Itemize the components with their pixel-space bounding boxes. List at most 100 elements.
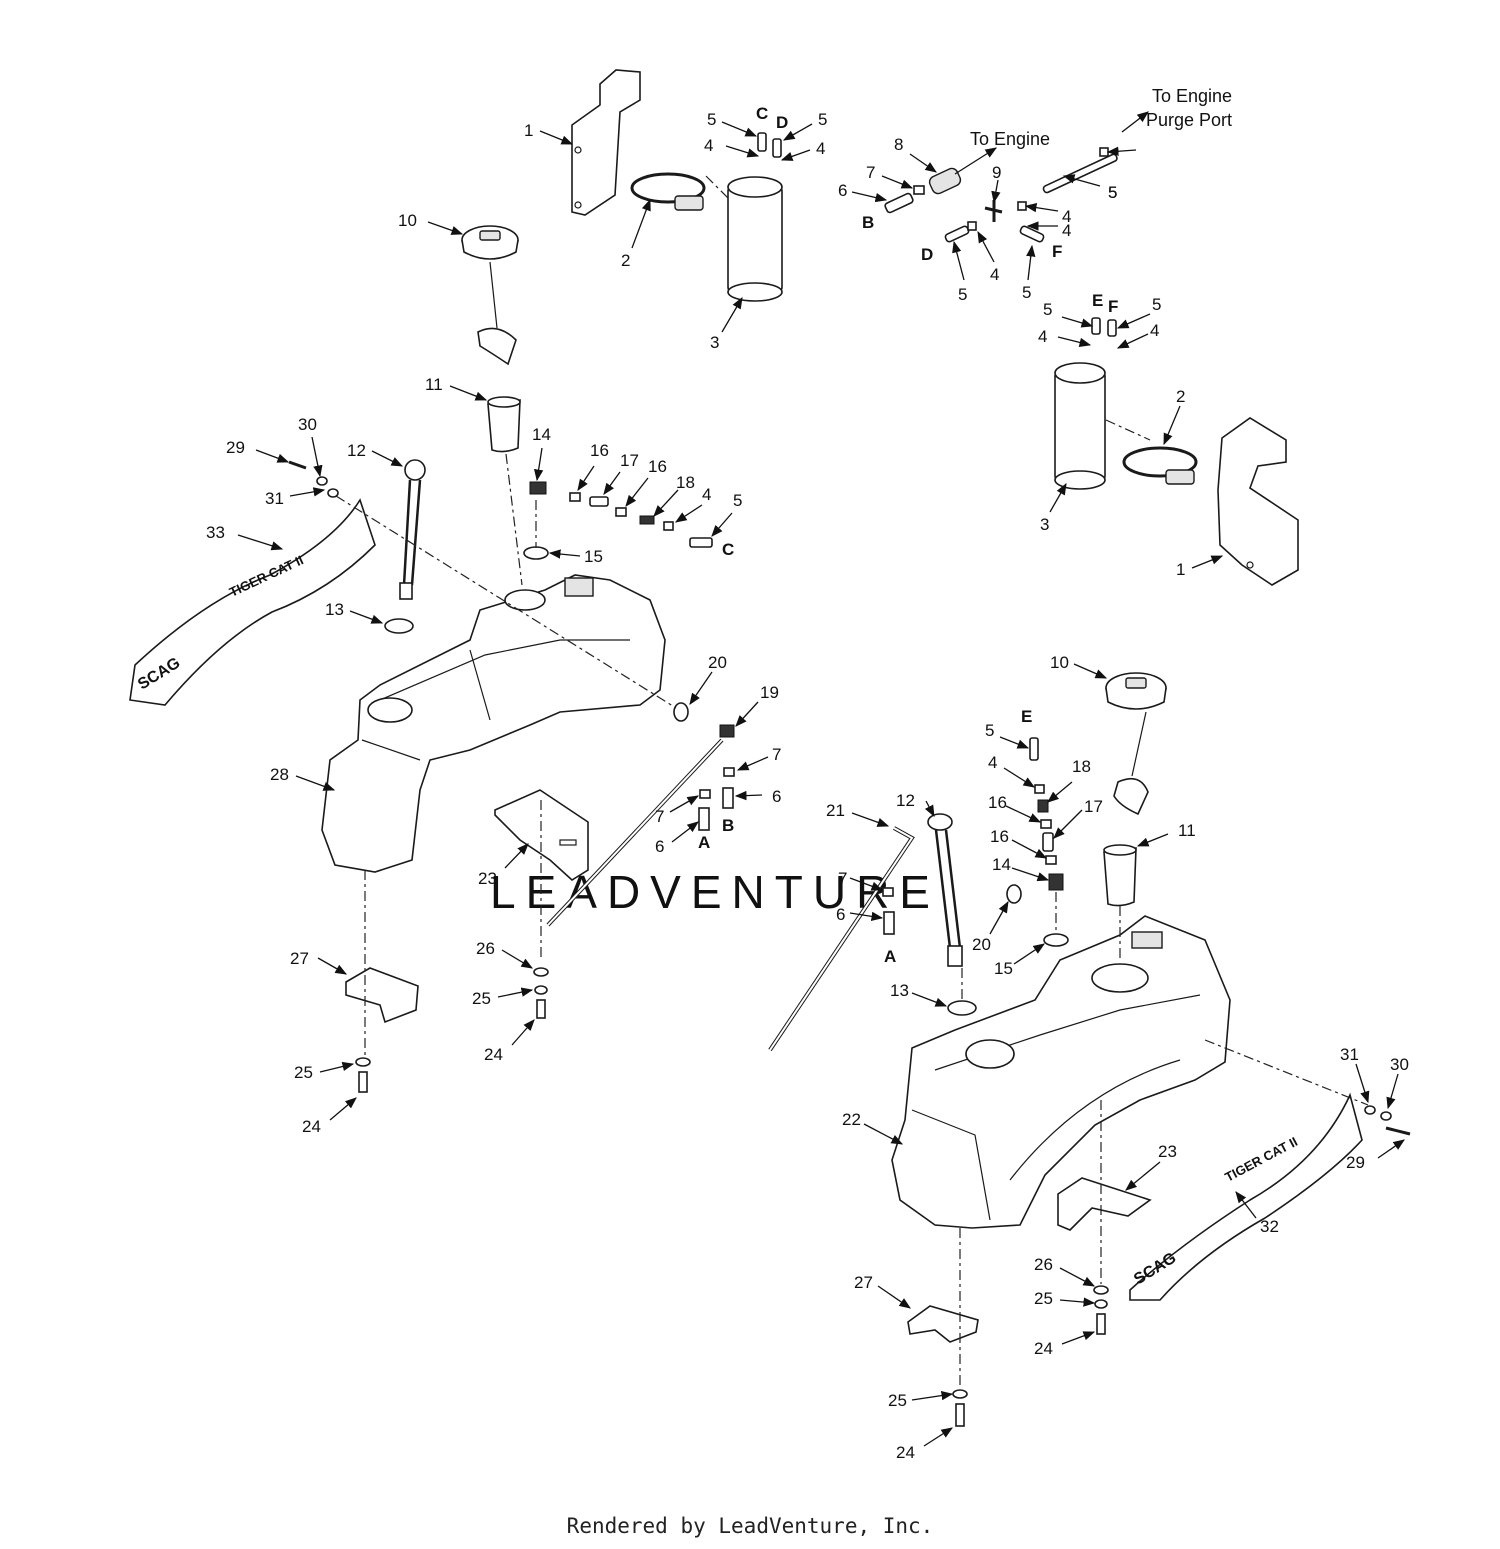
leader-c80 (1061, 1331, 1096, 1345)
callout-c65: 12 (896, 791, 915, 810)
clamp-4-bottom-right (1034, 784, 1045, 794)
leader-c7 (782, 123, 813, 141)
callout-c80: 24 (1034, 1339, 1053, 1358)
cap-tether-right (1131, 711, 1147, 777)
callout-c67: 7 (838, 869, 847, 888)
fuel-filter-right-top (1103, 844, 1137, 856)
hose-clamp-top-left (630, 172, 706, 204)
letter-l10: F (1108, 297, 1118, 316)
right-assembly: SCAG TIGER CAT II (768, 672, 1411, 1427)
leader-c75 (1386, 1073, 1399, 1110)
callout-c58: 4 (988, 753, 997, 772)
bracket-23-left-slot (559, 839, 577, 846)
dipstick-left-sender (399, 582, 413, 600)
hose-c-top (757, 132, 767, 152)
leader-c8 (427, 221, 464, 235)
callout-c35: 24 (484, 1045, 503, 1064)
callout-c53: 2 (1176, 387, 1185, 406)
callout-c9: 11 (425, 375, 443, 394)
leader-c17 (653, 489, 679, 517)
axis-left-6 (705, 175, 731, 201)
bolt-24-right (1096, 1313, 1106, 1335)
callout-c17: 18 (676, 473, 695, 492)
leader-c4 (725, 145, 760, 158)
cap-tether-ring-left (477, 327, 517, 366)
leader-c1 (539, 130, 574, 145)
fuel-filter-left-top (487, 396, 521, 408)
fitting-14-left (529, 481, 547, 495)
note-to-engine-purge: To Engine (1152, 86, 1232, 106)
bracket-mid-right (1217, 417, 1299, 586)
note-to-engine: To Engine (970, 129, 1050, 149)
inline-filter-8 (928, 167, 962, 195)
leader-c27 (736, 756, 769, 771)
clamp-7-right (882, 887, 894, 897)
leader-c74 (1355, 1063, 1370, 1104)
letter-l4: A (698, 833, 710, 852)
tank-right-dipstick-port (965, 1039, 1015, 1069)
callout-c32: 27 (290, 949, 309, 968)
bolt-24-left-lower (358, 1071, 368, 1093)
hose-5-f-link (1019, 225, 1045, 243)
top-right-assembly (884, 147, 1299, 586)
callout-c16: 16 (648, 457, 667, 476)
canister-mid-right (1054, 369, 1106, 483)
washer-26-left (533, 967, 549, 977)
leader-c16 (625, 477, 649, 507)
callout-c82: 25 (888, 1391, 907, 1410)
decal-33-left-fender (129, 498, 376, 706)
canister-top-left-lid (727, 176, 783, 198)
grommet-20-right (1006, 884, 1022, 904)
callout-c28: 6 (772, 787, 781, 806)
washer-25-right-lower (952, 1389, 968, 1399)
leader-c28 (734, 790, 763, 801)
clamp-4-left (663, 521, 674, 531)
fuel-line-left-inner (547, 739, 723, 926)
leader-c65 (924, 800, 935, 818)
axis-left-1 (335, 495, 677, 709)
hose-5-e-bottom (1029, 737, 1039, 761)
decal-32-right-fender (1129, 1092, 1363, 1301)
callout-c62: 16 (990, 827, 1009, 846)
letter-l7: D (921, 245, 933, 264)
clamp-7-top-right (913, 185, 925, 195)
hose-5-d-link (944, 225, 970, 243)
leader-c77 (1235, 1191, 1257, 1219)
axis-left-2 (505, 453, 523, 586)
callout-c57: 5 (985, 721, 994, 740)
dipstick-left-rod-a (402, 479, 412, 586)
callout-c56: 10 (1050, 653, 1069, 672)
callout-c47: 4 (990, 265, 999, 284)
hose-17-left (589, 496, 609, 507)
callout-c48: 5 (1043, 300, 1052, 319)
letter-l6: B (862, 213, 874, 232)
bracket-hole-top-left-1 (574, 146, 582, 154)
leader-c41 (991, 179, 1001, 204)
leader-c20 (255, 449, 290, 463)
callout-c76: 29 (1346, 1153, 1365, 1172)
callout-c18: 4 (702, 485, 711, 504)
washer-31-left (327, 488, 339, 498)
leader-c21 (311, 436, 323, 478)
callout-c77: 32 (1260, 1217, 1279, 1236)
bracket-top-left (571, 69, 641, 216)
callout-c60: 16 (988, 793, 1007, 812)
hose-5-left (689, 537, 713, 548)
hose-6-top-right (884, 192, 914, 214)
callout-c63: 14 (992, 855, 1011, 874)
callout-c61: 17 (1084, 797, 1103, 816)
leader-c72 (863, 1123, 904, 1145)
valve-18-right (1037, 799, 1049, 813)
tank-left-label (564, 577, 594, 597)
callout-c50: 4 (1038, 327, 1047, 346)
leader-c60 (1005, 805, 1042, 823)
callout-c12: 14 (532, 425, 551, 444)
leader-c58 (1003, 767, 1035, 788)
callout-c43: 4 (1062, 221, 1071, 240)
hose-e-mid (1091, 317, 1101, 335)
leader-c34 (497, 987, 534, 998)
dipstick-right-knob (927, 813, 953, 831)
leader-c35 (511, 1019, 535, 1046)
leader-c5 (780, 149, 811, 161)
leader-c36 (319, 1061, 355, 1073)
